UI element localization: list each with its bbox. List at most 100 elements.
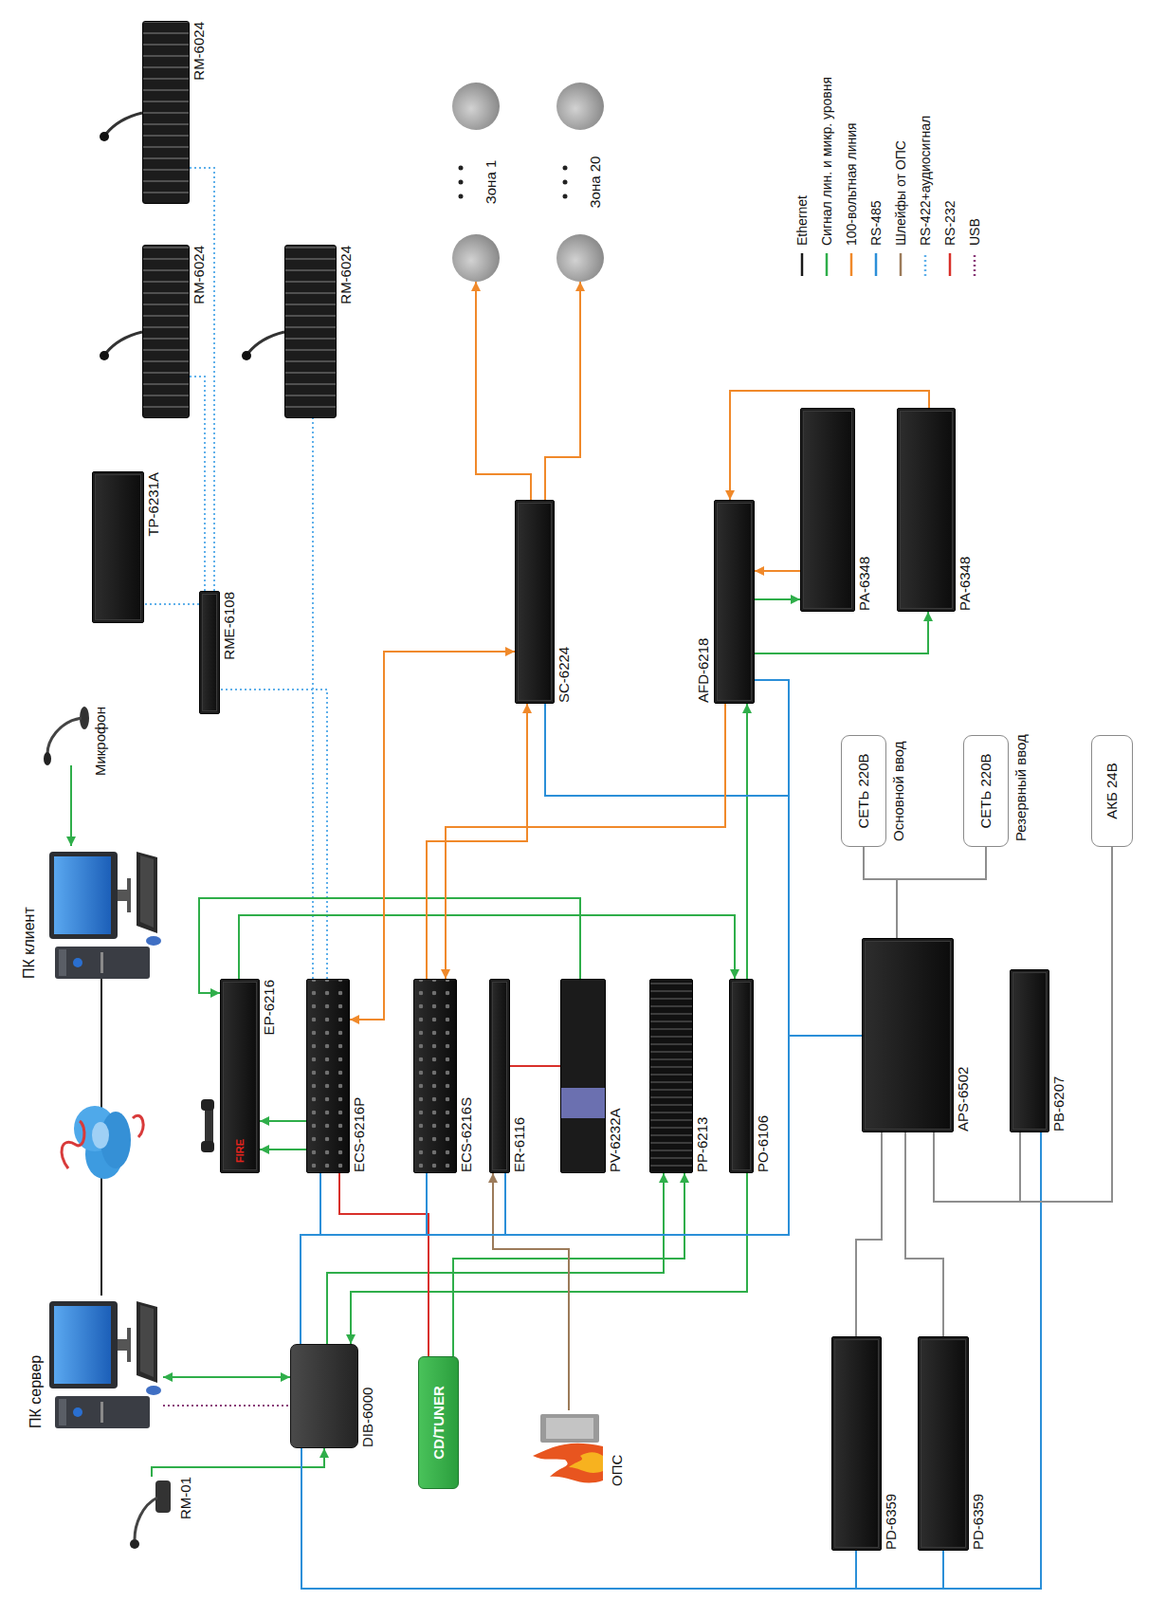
signal-connector [300, 703, 789, 1344]
fire-detector [546, 1417, 594, 1439]
gooseneck-microphone [43, 751, 52, 766]
signal-connector [151, 1447, 325, 1477]
legend-text: RS-232 [942, 200, 958, 246]
device-label: RM-6024 [191, 21, 207, 81]
remote-console: RM-6024 [142, 244, 190, 419]
signal-connector [301, 1131, 1041, 1588]
signal-connector [189, 376, 205, 591]
signal-connector [238, 914, 735, 979]
device-label: ОПС [609, 1454, 625, 1486]
speaker [452, 82, 500, 130]
rack-device: APS-6502 [861, 937, 954, 1132]
legend-sample [850, 253, 854, 276]
box-text: CD/TUNER [431, 1385, 447, 1460]
legend-text: Шлейфы от ОПС [893, 140, 909, 246]
signal-connector [746, 703, 748, 979]
signal-connector [219, 689, 328, 979]
device-label: ECS-6216S [458, 1096, 475, 1172]
desk-microphone [129, 1479, 171, 1549]
signal-connector [863, 846, 897, 938]
device-label: ECS-6216P [351, 1096, 367, 1172]
rack-device: ECS-6216S [413, 978, 457, 1173]
signal-connector [545, 281, 581, 500]
internet-cloud [61, 1105, 144, 1179]
ellipsis-dots [458, 194, 464, 200]
client-computer [49, 851, 162, 979]
internet-cloud [61, 1120, 85, 1168]
console-microphone-head [241, 350, 252, 361]
ellipsis-dots [563, 165, 568, 171]
box-text: СЕТЬ 220В [978, 752, 994, 828]
device-label: EP-6216 [261, 979, 277, 1035]
console-microphone [106, 331, 143, 353]
device-label: APS-6502 [955, 1066, 971, 1131]
legend-sample [924, 253, 928, 276]
console-microphone [106, 112, 143, 134]
remote-console: RM-6024 [142, 20, 190, 204]
rack-device: PA-6348 [800, 407, 856, 612]
fire-detector [540, 1413, 600, 1442]
rack-device: PD-6359 [917, 1335, 969, 1551]
telephone-handset [200, 1098, 215, 1111]
signal-connector [259, 1119, 307, 1122]
microphone: Микрофон [37, 706, 91, 766]
device-label: PD-6359 [970, 1493, 986, 1550]
signal-connector [933, 846, 1113, 1202]
desk-microphone [129, 1538, 140, 1549]
signal-connector [300, 679, 789, 1344]
remote-console: RM-6024 [284, 244, 337, 419]
server-computer [49, 1300, 162, 1428]
rack-device: ECS-6216P [306, 978, 350, 1173]
telephone-handset [200, 1098, 215, 1152]
legend-sample [825, 253, 829, 276]
device-label: ПК сервер [28, 1354, 44, 1428]
console-microphone [248, 331, 285, 353]
legend-sample [801, 253, 804, 276]
device-label: PA-6348 [857, 556, 873, 611]
signal-connector [339, 1172, 429, 1356]
legend-text: Ethernet [794, 195, 810, 246]
device-label: Микрофон [92, 706, 109, 776]
speaker [556, 234, 604, 282]
signal-connector [300, 1172, 427, 1344]
device-label: RME-6108 [221, 591, 238, 660]
box-text: АКБ 24В [1104, 762, 1120, 819]
gooseneck-microphone [47, 717, 82, 754]
rack-device: TP-6231A [91, 471, 145, 623]
device-label: RM-01 [178, 1476, 194, 1519]
device-label: AFD-6218 [695, 638, 712, 703]
legend-sample [973, 253, 977, 276]
signal-connector [905, 1131, 944, 1336]
signal-connector [300, 1172, 506, 1344]
signal-connector [259, 1148, 307, 1150]
box-text: Зона 20 [587, 156, 603, 209]
signal-connector [311, 418, 314, 979]
microphone: RM-01 [127, 1476, 176, 1552]
signal-connector [856, 1131, 882, 1336]
note-label: Резервный ввод [1013, 733, 1029, 841]
fire-detector [532, 1442, 603, 1483]
rack-device: PO-6106 [729, 978, 754, 1173]
signal-connector [754, 598, 801, 601]
device-label: TP-6231A [145, 472, 162, 537]
device-label: PD-6359 [883, 1493, 899, 1550]
rack-device: SC-6224 [514, 499, 555, 704]
device-label: RM-6024 [191, 245, 207, 305]
device-label: RM-6024 [338, 245, 354, 305]
desk-microphone [155, 1479, 171, 1513]
signal-connector [754, 611, 929, 654]
speaker [556, 82, 604, 130]
speaker-zone: Зона 1 [450, 82, 503, 282]
ellipsis-dots [458, 165, 464, 171]
signal-connector [510, 1064, 561, 1067]
signal-connector [300, 1172, 321, 1344]
device-label: PP-6213 [694, 1116, 711, 1172]
power-source-box: СЕТЬ 220В [963, 734, 1009, 847]
computer: ПК сервер [47, 1294, 164, 1428]
console-microphone [106, 112, 285, 353]
device-label: PO-6106 [755, 1114, 771, 1172]
source-box: CD/TUNER [418, 1355, 459, 1489]
speaker [452, 82, 604, 282]
power-source-box: АКБ 24В [1091, 734, 1133, 847]
